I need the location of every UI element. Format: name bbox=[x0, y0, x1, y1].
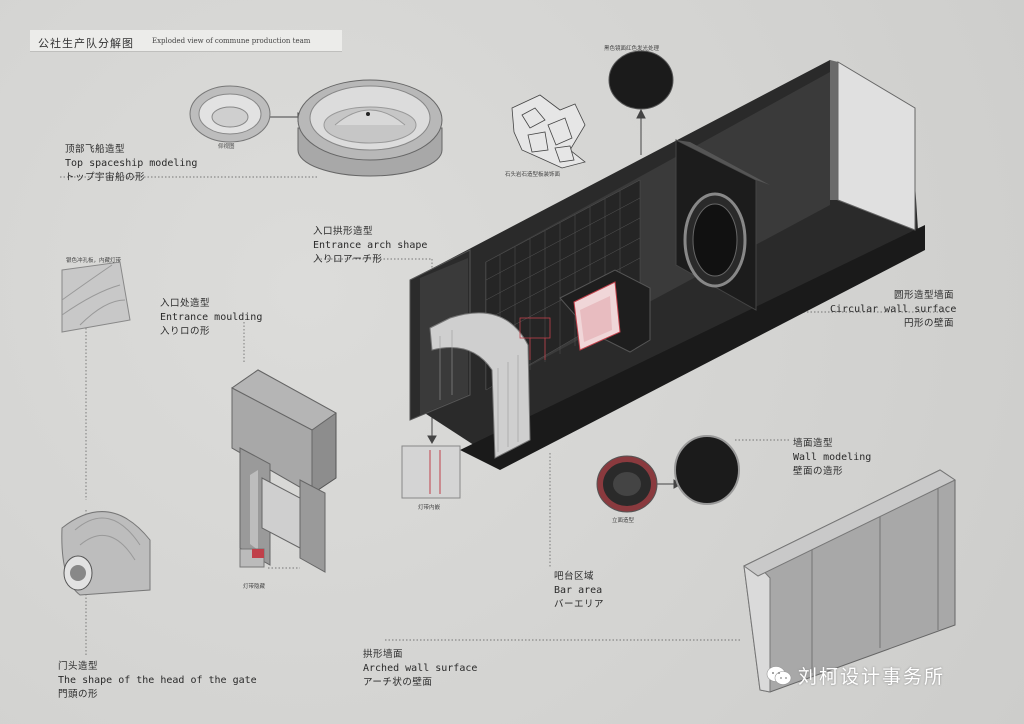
arched-wall-model bbox=[743, 469, 957, 693]
label-arched-wall: 拱形墙面 Arched wall surface アーチ状の壁面 bbox=[363, 648, 477, 690]
page-title-en: Exploded view of commune production team bbox=[152, 37, 311, 45]
gate-head-model bbox=[61, 511, 151, 596]
label-gate-head: 门头造型 The shape of the head of the gate 門… bbox=[58, 660, 257, 702]
label-jp: トップ宇宙船の形 bbox=[65, 172, 146, 183]
watermark-text: 刘柯设计事务所 bbox=[798, 666, 946, 688]
label-jp: 壁面の造形 bbox=[793, 466, 844, 477]
spaceship-model bbox=[297, 79, 443, 177]
label-jp: バーエリア bbox=[554, 599, 605, 610]
label-top-spaceship: 顶部飞船造型 Top spaceship modeling トップ宇宙船の形 bbox=[65, 143, 197, 185]
small-label-silver-metal: 银色冲孔板，内藏灯带 bbox=[66, 258, 122, 264]
bar-stool bbox=[519, 317, 551, 360]
small-label-rock-panel: 石头岩石造型板装饰面 bbox=[505, 172, 561, 178]
label-jp: アーチ状の壁面 bbox=[363, 677, 433, 688]
label-en: Top spaceship modeling bbox=[65, 158, 198, 169]
entrance-moulding-frame bbox=[231, 369, 337, 573]
label-cn: 入口拱形造型 bbox=[313, 226, 374, 237]
watermark: 刘柯设计事务所 bbox=[766, 662, 945, 689]
page-title-cn: 公社生产队分解图 bbox=[38, 37, 134, 50]
label-cn: 门头造型 bbox=[58, 661, 99, 672]
label-en: Circular wall surface bbox=[830, 304, 957, 315]
small-label-light-strip-inner: 灯带内嵌 bbox=[418, 505, 441, 511]
label-jp: 入りロアーチ形 bbox=[313, 254, 383, 265]
entrance-arch bbox=[429, 312, 531, 459]
light-strip-hidden-detail bbox=[239, 548, 265, 568]
spaceship-elevation-view bbox=[189, 85, 271, 143]
label-cn: 吧台区域 bbox=[554, 571, 595, 582]
label-en: Bar area bbox=[554, 585, 603, 596]
label-cn: 入口处造型 bbox=[160, 298, 211, 309]
arrow-up-icon bbox=[636, 108, 646, 119]
rock-panel bbox=[511, 94, 586, 169]
mirror-disc bbox=[608, 50, 674, 110]
facade-modeling bbox=[596, 435, 740, 513]
label-bar-area: 吧台区域 Bar area バーエリア bbox=[554, 570, 604, 612]
label-en: Entrance arch shape bbox=[313, 240, 428, 251]
label-jp: 門頭の形 bbox=[58, 689, 99, 700]
label-jp: 円形の壁面 bbox=[903, 318, 954, 329]
silver-metal-piece bbox=[61, 261, 131, 333]
title-band bbox=[30, 30, 342, 52]
label-circular-wall: 圆形造型墙面 Circular wall surface 円形の壁面 bbox=[830, 289, 957, 331]
label-en: Arched wall surface bbox=[363, 663, 478, 674]
label-en: Wall modeling bbox=[793, 452, 872, 463]
label-cn: 墙面造型 bbox=[793, 438, 834, 449]
label-wall-modeling: 墙面造型 Wall modeling 壁面の造形 bbox=[793, 437, 871, 479]
label-entrance-arch: 入口拱形造型 Entrance arch shape 入りロアーチ形 bbox=[313, 225, 427, 267]
label-cn: 顶部飞船造型 bbox=[65, 144, 126, 155]
wechat-icon bbox=[766, 665, 792, 685]
label-cn: 圆形造型墙面 bbox=[893, 290, 954, 301]
label-cn: 拱形墙面 bbox=[363, 649, 404, 660]
label-jp: 入りロの形 bbox=[160, 326, 211, 337]
small-label-mirror-treatment: 黑色镜面红色发光处理 bbox=[604, 46, 660, 52]
label-entrance-moulding: 入口处造型 Entrance moulding 入りロの形 bbox=[160, 297, 262, 339]
light-strip-panel bbox=[401, 445, 461, 499]
main-space-model bbox=[409, 60, 925, 470]
small-label-light-strip-hidden: 灯带隐藏 bbox=[243, 584, 266, 590]
label-en: The shape of the head of the gate bbox=[58, 675, 257, 686]
small-label-facade-modeling: 立面造型 bbox=[612, 518, 635, 524]
small-label-elevation-view: 仰视图 bbox=[218, 144, 235, 150]
arrow-down-icon bbox=[427, 435, 437, 445]
label-en: Entrance moulding bbox=[160, 312, 263, 323]
